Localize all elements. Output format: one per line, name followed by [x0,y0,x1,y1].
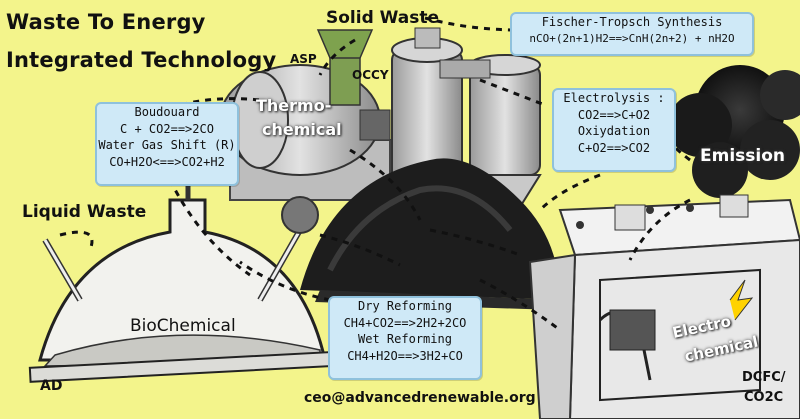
fischer-line-1: Fischer-Tropsch Synthesis [541,15,723,29]
electrolysis-line-4: C+O2==>CO2 [577,140,651,155]
fischer-tropsch-box: Fischer-Tropsch Synthesis nCO+(2n+1)H2==… [510,12,754,56]
thermo-label-1: Thermo- [256,96,332,115]
biochemical-label: BioChemical [130,316,236,336]
title-line-1: Waste To Energy [6,10,206,34]
reforming-box: Dry Reforming CH4+CO2==>2H2+2CO Wet Refo… [328,296,482,380]
boudouard-line-4: CO+H2O<==>CO2+H2 [109,154,225,169]
ad-label: AD [40,378,63,394]
reactor-vessels [391,27,542,216]
boudouard-line-2: C + CO2==>2CO [120,121,214,136]
asp-label: ASP [290,52,317,66]
reforming-line-4: CH4+H2O==>3H2+CO [347,348,463,363]
thermo-label-2: chemical [262,120,342,139]
dcfc-label-1: DCFC/ [742,370,786,385]
emission-label: Emission [700,146,785,166]
contact-email[interactable]: ceo@advancedrenewable.org [304,390,536,406]
boudouard-box: Boudouard C + CO2==>2CO Water Gas Shift … [95,102,239,186]
reforming-line-1: Dry Reforming [358,299,452,313]
liquid-waste-label: Liquid Waste [22,202,147,222]
dcfc-label-2: CO2C [744,390,784,405]
occy-label: OCCY [352,68,389,82]
title-line-2: Integrated Technology [6,48,277,72]
boudouard-line-1: Boudouard [134,105,200,119]
solid-waste-label: Solid Waste [326,8,440,28]
fischer-line-2: nCO+(2n+1)H2==>CnH(2n+2) + nH2O [529,31,735,45]
electrolysis-line-3: Oxiydation [577,124,651,138]
reforming-line-3: Wet Reforming [358,332,452,346]
emission-smoke [668,65,800,198]
boudouard-line-3: Water Gas Shift (R) [98,138,236,152]
electrolysis-line-1: Electrolysis : [563,91,665,105]
gasifier-drum [219,29,391,234]
electrolysis-line-2: CO2==>C+O2 [577,107,651,122]
electrolysis-box: Electrolysis : CO2==>C+O2 Oxiydation C+O… [552,88,676,172]
fuel-cell [528,194,800,419]
reforming-line-2: CH4+CO2==>2H2+2CO [343,315,467,330]
